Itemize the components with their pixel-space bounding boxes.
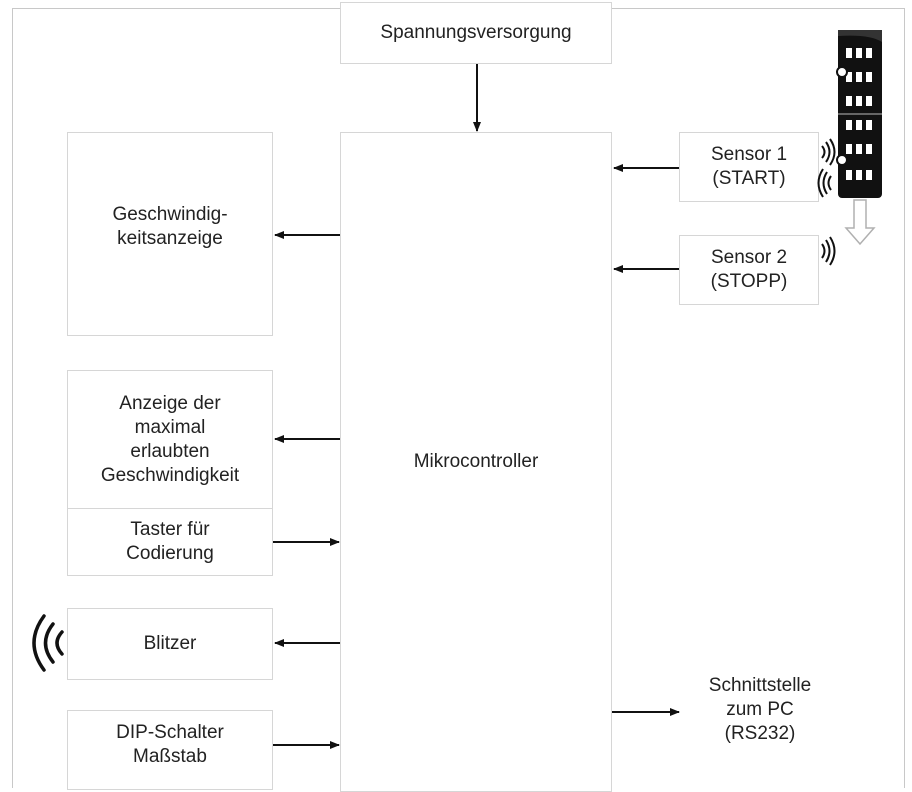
connector-layer <box>32 30 882 749</box>
flash-box: Blitzer <box>67 608 273 680</box>
coding-button-label: Taster für Codierung <box>126 519 214 564</box>
flash-wave-icon <box>32 614 64 672</box>
power-supply-label: Spannungsversorgung <box>380 22 572 43</box>
sensor1-box: Sensor 1 (START) <box>679 132 819 202</box>
speed-display-label: Geschwindig- keitsanzeige <box>112 204 228 249</box>
coding-button-box: Taster für Codierung <box>67 508 273 576</box>
speed-display-box: Geschwindig- keitsanzeige <box>67 132 273 336</box>
pc-interface-label: Schnittstelle zum PC (RS232) <box>708 675 812 744</box>
microcontroller-box: Mikrocontroller <box>340 132 612 792</box>
sensor2-label: Sensor 2 (STOPP) <box>710 247 788 292</box>
down-arrow-icon <box>844 199 876 246</box>
train-icon <box>836 30 882 198</box>
sensor1-wave-icon <box>817 138 836 198</box>
max-speed-display-label: Anzeige der maximal erlaubten Geschwindi… <box>100 392 240 486</box>
dip-switch-label: DIP-Schalter Maßstab <box>116 722 224 767</box>
sensor2-wave-icon <box>821 236 836 266</box>
max-speed-display-box: Anzeige der maximal erlaubten Geschwindi… <box>67 370 273 509</box>
sensor1-label: Sensor 1 (START) <box>710 144 788 189</box>
flash-label: Blitzer <box>143 633 197 654</box>
power-supply-box: Spannungsversorgung <box>340 2 612 64</box>
sensor2-box: Sensor 2 (STOPP) <box>679 235 819 305</box>
microcontroller-label: Mikrocontroller <box>413 451 539 472</box>
